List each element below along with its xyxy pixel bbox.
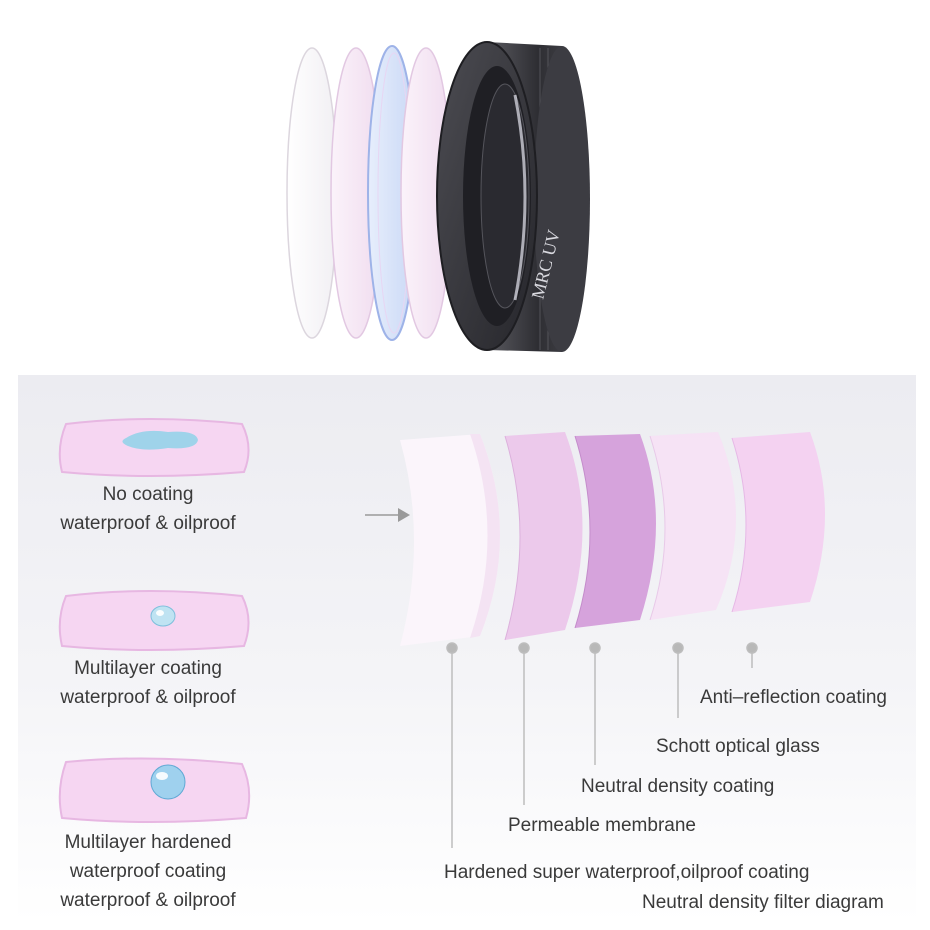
label-hardened-coating: Hardened super waterproof,oilproof coati… xyxy=(444,862,810,883)
coating-caption-line1: Multilayer coating xyxy=(74,658,222,679)
layer-anti-reflection xyxy=(731,432,825,613)
coating-example-hardened: Multilayer hardened waterproof coating w… xyxy=(18,752,278,915)
filter-exploded-illustration: MRC UV xyxy=(286,41,590,352)
pointer-dot xyxy=(589,642,601,654)
layer-hardened-coating xyxy=(400,434,500,646)
label-permeable-membrane: Permeable membrane xyxy=(508,815,696,836)
pointer-dot xyxy=(672,642,684,654)
filter-frame: MRC UV xyxy=(436,41,590,352)
water-spread-icon xyxy=(122,430,198,450)
arrow-right-icon xyxy=(365,508,410,522)
label-anti-reflection: Anti–reflection coating xyxy=(700,687,887,708)
coating-caption-line1: Multilayer hardened xyxy=(64,832,232,853)
coating-example-multilayer: Multilayer coating waterproof & oilproof xyxy=(18,584,278,712)
glass-plate-icon xyxy=(58,757,251,823)
layer-permeable-membrane xyxy=(504,432,583,641)
coating-caption-line2: waterproof & oilproof xyxy=(60,687,236,708)
label-neutral-density: Neutral density coating xyxy=(581,776,775,797)
glass-plate-icon xyxy=(58,590,250,651)
pointer-dot xyxy=(446,642,458,654)
coating-caption-line3: waterproof & oilproof xyxy=(60,890,236,911)
label-schott-glass: Schott optical glass xyxy=(656,736,820,757)
layer-neutral-density xyxy=(574,434,656,629)
coating-caption-line1: No coating xyxy=(102,484,194,505)
coating-caption-line2: waterproof & oilproof xyxy=(60,513,236,534)
water-drop-icon xyxy=(150,605,176,627)
pointer-dot xyxy=(518,642,530,654)
layer-schott-glass xyxy=(649,432,737,621)
glass-plate-icon xyxy=(58,418,250,477)
diagram-caption: Neutral density filter diagram xyxy=(642,892,884,913)
pointer-dot xyxy=(746,642,758,654)
coating-example-none: No coating waterproof & oilproof xyxy=(18,410,278,538)
coating-caption-line2: waterproof coating xyxy=(69,861,227,882)
